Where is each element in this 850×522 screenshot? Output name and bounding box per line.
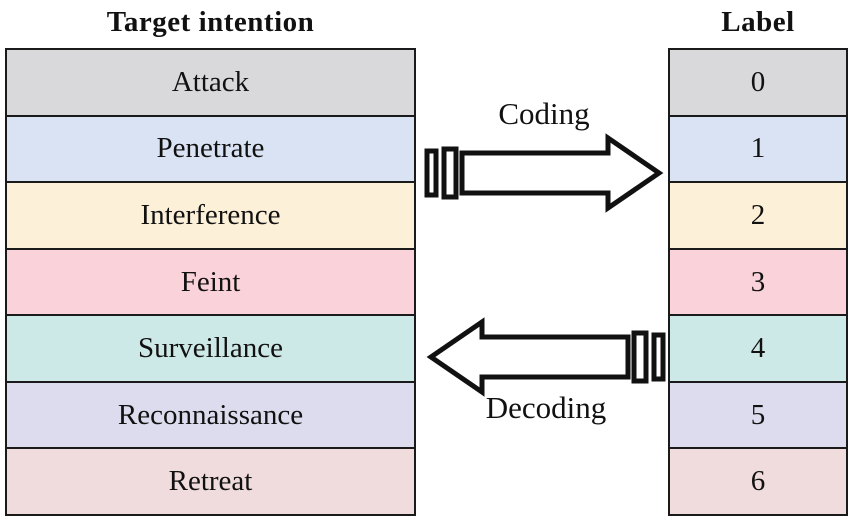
label-cell-5: 5 [670,382,846,450]
decoding-left-arrow-icon [426,317,666,397]
intention-cell-penetrate: Penetrate [7,116,414,184]
label-table: 0 1 2 3 4 5 6 [668,48,848,516]
label-cell-4: 4 [670,316,846,383]
label-cell-6: 6 [670,449,846,515]
coding-arrow-group: Coding [422,96,666,214]
decoding-arrow-group: Decoding [424,314,668,432]
intention-cell-feint: Feint [7,249,414,317]
label-cell-1: 1 [670,116,846,184]
coding-right-arrow-icon [424,133,664,213]
intention-cell-surveillance: Surveillance [7,316,414,383]
label-cell-0: 0 [670,50,846,117]
label-cell-2: 2 [670,183,846,250]
intention-cell-attack: Attack [7,50,414,117]
label-cell-3: 3 [670,249,846,317]
decoding-label: Decoding [485,390,607,425]
target-intention-header: Target intention [106,5,315,38]
intention-cell-reconnaissance: Reconnaissance [7,382,414,450]
label-header: Label [721,5,795,38]
coding-label: Coding [498,96,590,131]
intention-cell-interference: Interference [7,183,414,250]
target-intention-table: Attack Penetrate Interference Feint Surv… [5,48,416,516]
intention-cell-retreat: Retreat [7,449,414,515]
